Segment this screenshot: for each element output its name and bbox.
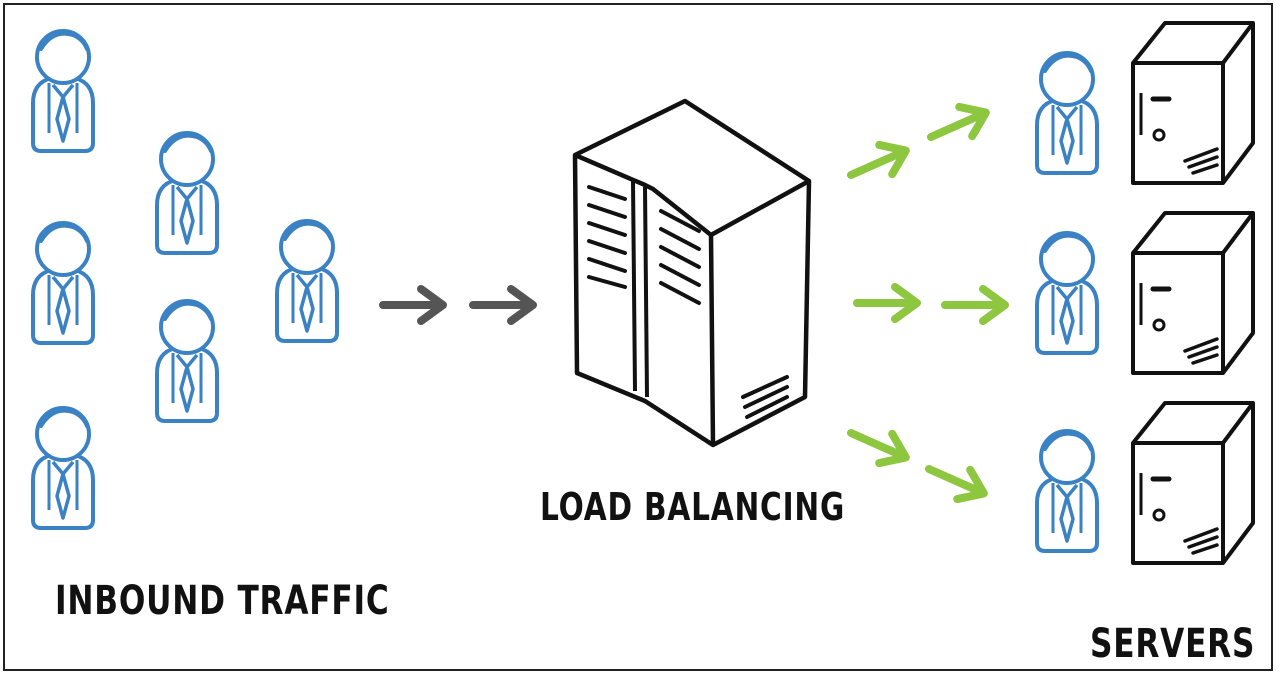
server-icon <box>1133 23 1253 183</box>
arrow-icon <box>844 136 912 190</box>
load-balancing-label: LOAD BALANCING <box>540 485 846 529</box>
diagram-drawing <box>31 5 1271 669</box>
user-icon <box>1035 429 1099 553</box>
server-icon <box>1133 403 1253 563</box>
user-icon <box>31 29 95 153</box>
user-icon <box>1035 51 1099 175</box>
diagram-canvas: INBOUND TRAFFIC LOAD BALANCING SERVERS <box>3 3 1273 671</box>
inbound-traffic-label: INBOUND TRAFFIC <box>55 578 390 624</box>
arrow-icon <box>473 289 533 321</box>
arrow-icon <box>844 418 912 472</box>
load-balancer-icon <box>572 98 812 448</box>
user-icon <box>31 221 95 345</box>
server-icon <box>1133 213 1253 373</box>
arrow-icon <box>924 98 992 152</box>
arrow-icon <box>922 454 990 508</box>
user-icon <box>1035 231 1099 355</box>
arrow-icon <box>857 287 917 319</box>
servers-label: SERVERS <box>1090 621 1256 667</box>
user-icon <box>275 219 339 343</box>
arrow-icon <box>383 289 443 321</box>
user-icon <box>155 131 219 255</box>
arrow-icon <box>945 289 1005 321</box>
user-icon <box>31 406 95 530</box>
user-icon <box>155 299 219 423</box>
